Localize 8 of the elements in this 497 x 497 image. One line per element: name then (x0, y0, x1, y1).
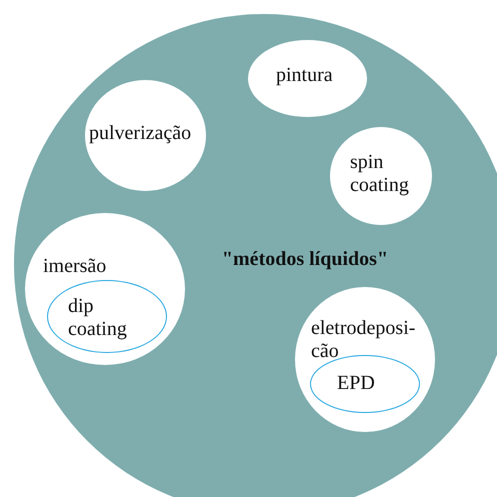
category-title: "métodos líquidos" (220, 248, 390, 271)
method-label: spin coating (350, 151, 410, 197)
method-label: eletrodeposi-cão (311, 317, 416, 363)
method-label: pulverização (89, 122, 192, 145)
method-label: dip coating (68, 295, 128, 341)
method-label: pintura (276, 64, 334, 87)
method-label: EPD (337, 372, 376, 395)
method-label: imersão (43, 255, 108, 278)
